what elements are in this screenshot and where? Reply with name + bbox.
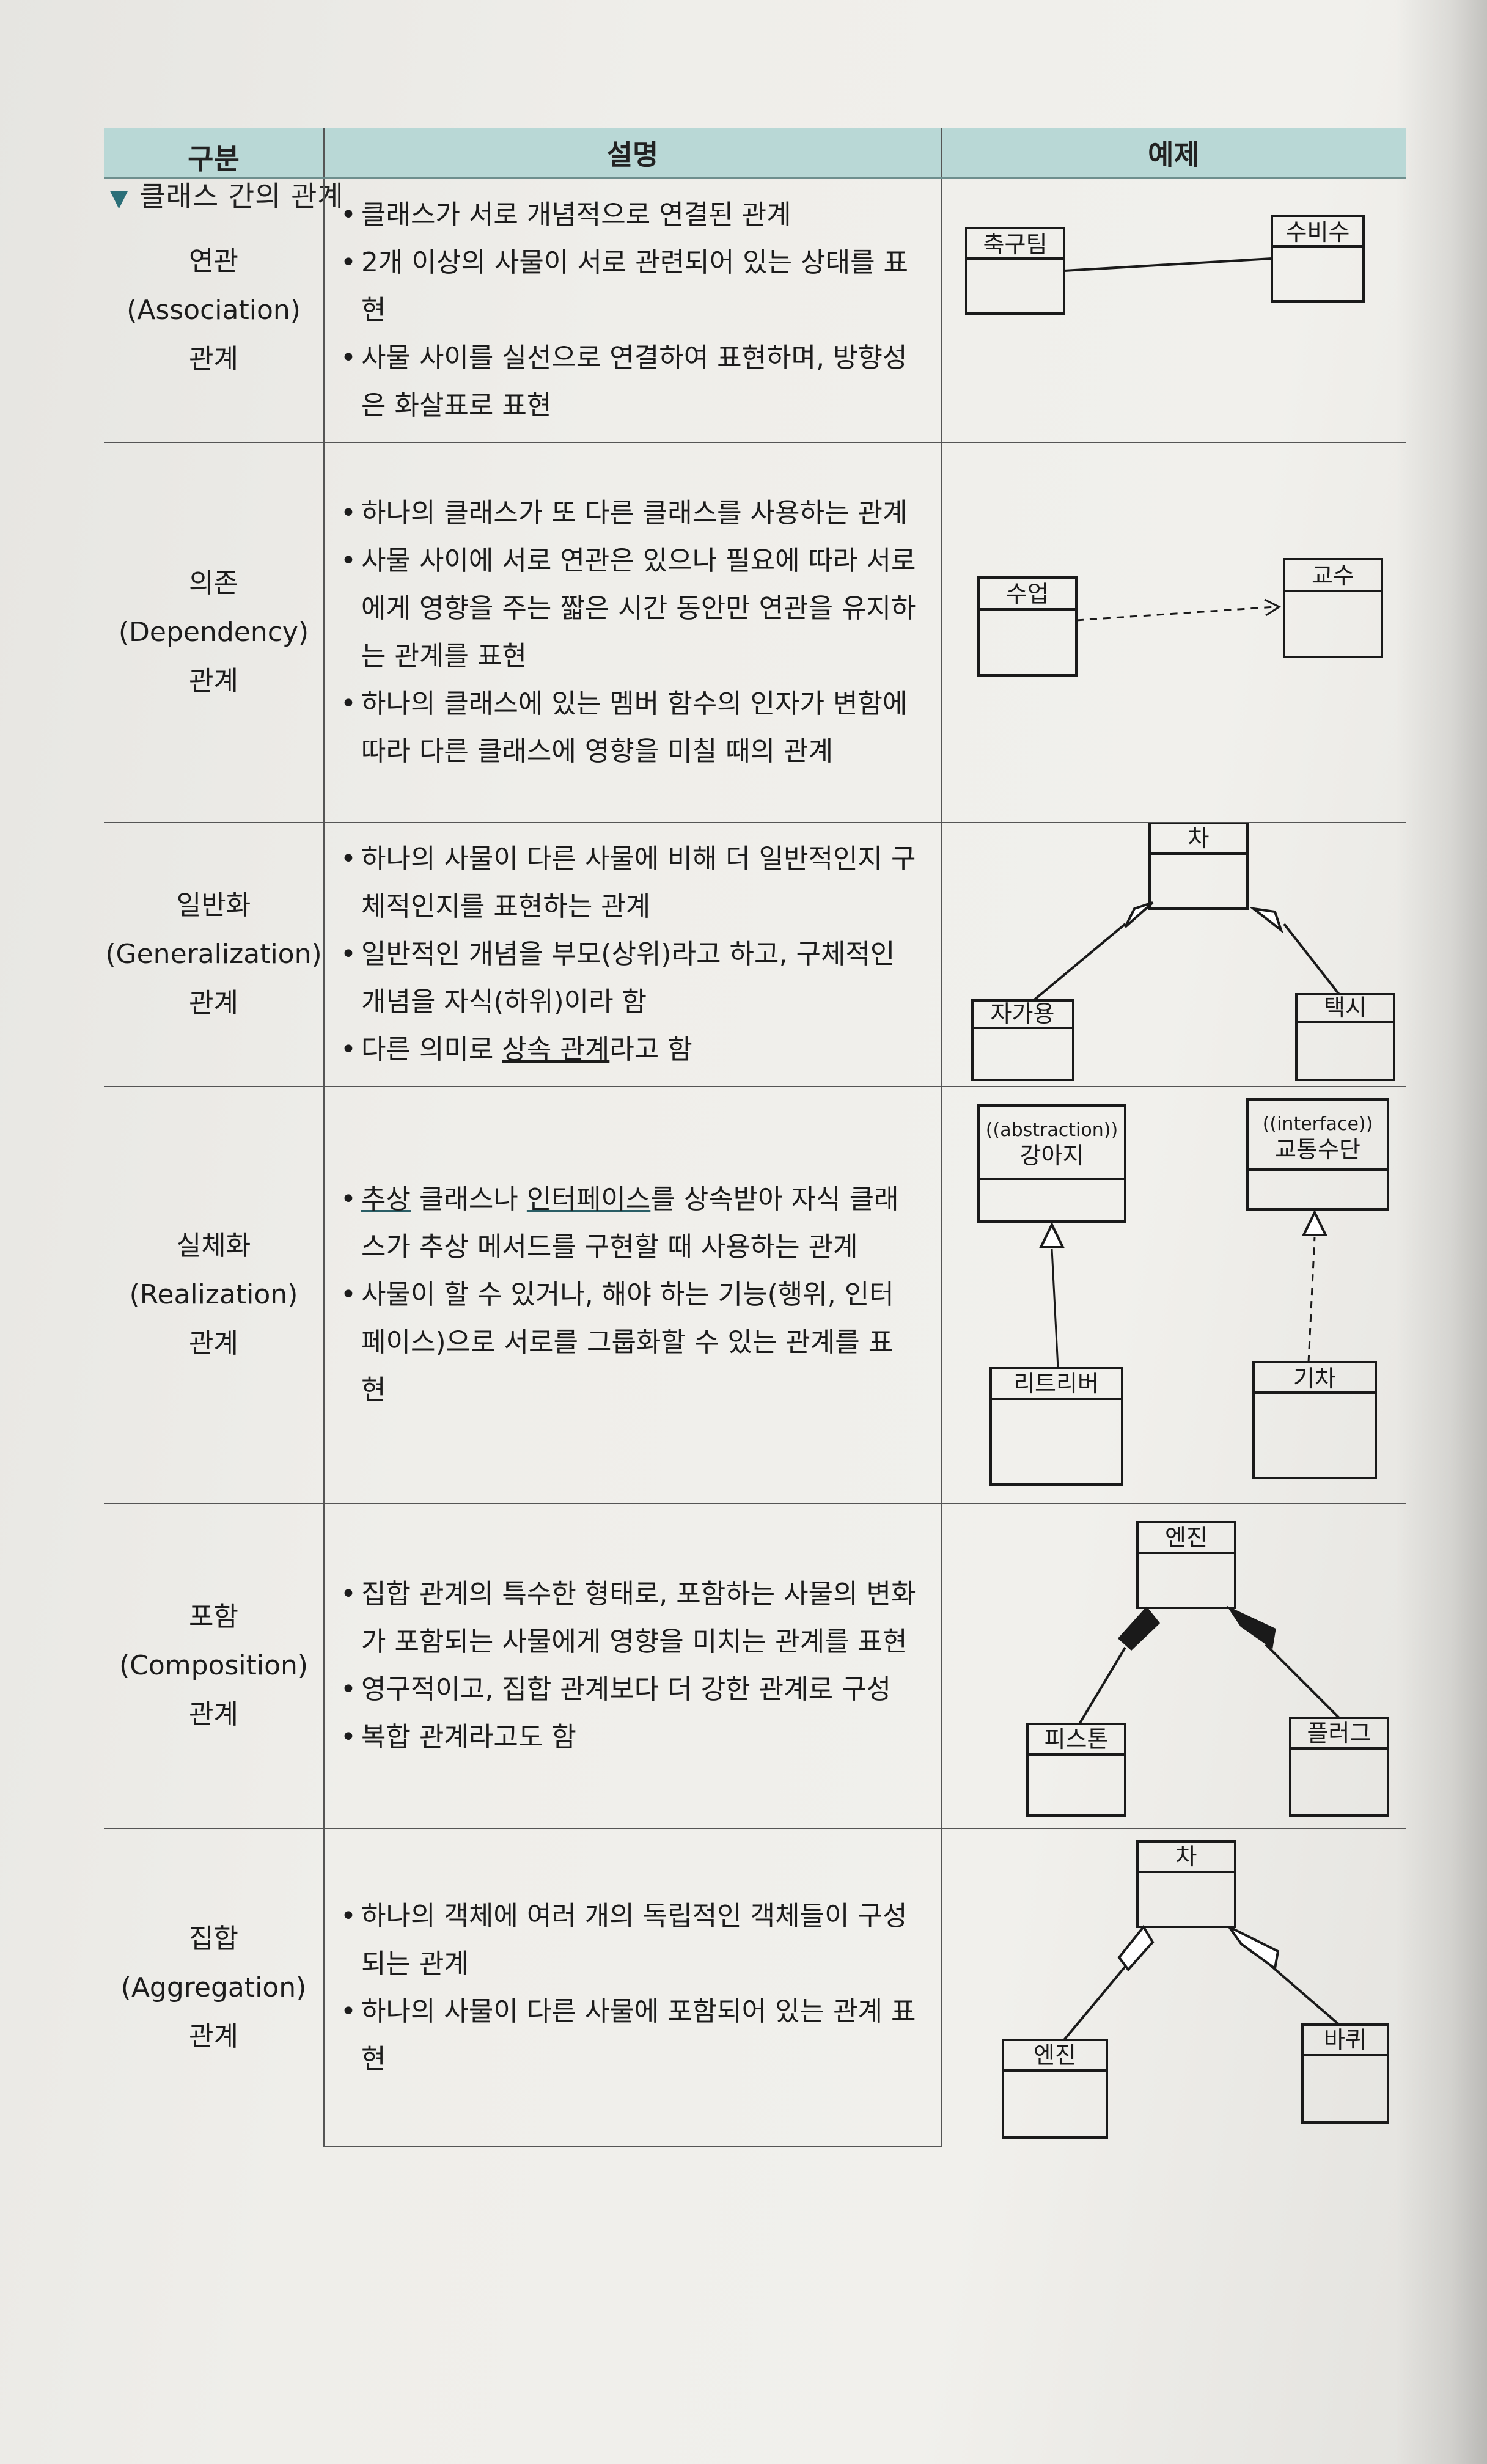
category-name: 연관 xyxy=(189,246,238,277)
category-cell: 의존 (Dependency) 관계 xyxy=(104,442,325,823)
category-name: 일반화 xyxy=(176,890,251,921)
description-item: 클래스가 서로 개념적으로 연결된 관계 xyxy=(340,191,916,239)
underlined-term: 상속 관계 xyxy=(502,1034,610,1065)
category-cell: 연관 (Association) 관계 xyxy=(104,177,325,442)
class-label: 엔진 xyxy=(1034,2042,1076,2069)
category-english: (Realization) xyxy=(129,1279,298,1310)
stereotype-label: ((interface)) xyxy=(1263,1113,1373,1135)
table-row-realization: 실체화 (Realization) 관계 추상 클래스나 인터페이스를 상속받아… xyxy=(104,1086,1406,1503)
realization-diagram: ((abstraction)) 강아지 ((interface)) 교통수단 리… xyxy=(977,1098,1389,1486)
class-label: 수비수 xyxy=(1286,219,1350,246)
description-cell: 하나의 객체에 여러 개의 독립적인 객체들이 구성되는 관계 하나의 사물이 … xyxy=(324,1828,942,2147)
composition-diagram: 엔진 피스톤 플러그 xyxy=(1026,1521,1389,1817)
description-item: 하나의 객체에 여러 개의 독립적인 객체들이 구성되는 관계 xyxy=(340,1893,916,1988)
class-label: 강아지 xyxy=(1020,1142,1084,1169)
category-english: (Generalization) xyxy=(105,939,322,970)
category-english: (Association) xyxy=(127,295,301,326)
category-suffix: 관계 xyxy=(189,343,238,375)
class-label: 차 xyxy=(1188,825,1210,852)
relations-table: 구분 설명 예제 연관 (Association) 관계 클래스가 서로 개념적… xyxy=(104,128,1406,2147)
example-cell: 엔진 피스톤 플러그 xyxy=(941,1503,1406,1828)
class-label: 차 xyxy=(1176,1843,1197,1870)
description-item: 추상 클래스나 인터페이스를 상속받아 자식 클래스가 추상 메서드를 구현할 … xyxy=(340,1176,916,1271)
class-label: 플러그 xyxy=(1307,1720,1371,1747)
class-label: 교수 xyxy=(1312,562,1354,589)
category-suffix: 관계 xyxy=(189,1699,238,1730)
aggregation-diagram: 차 엔진 바퀴 xyxy=(1002,1840,1389,2139)
description-cell: 집합 관계의 특수한 형태로, 포함하는 사물의 변화가 포함되는 사물에게 영… xyxy=(324,1503,942,1828)
category-cell: 실체화 (Realization) 관계 xyxy=(104,1086,325,1503)
category-cell: 일반화 (Generalization) 관계 xyxy=(104,822,325,1087)
description-item: 집합 관계의 특수한 형태로, 포함하는 사물의 변화가 포함되는 사물에게 영… xyxy=(340,1571,916,1666)
category-english: (Aggregation) xyxy=(120,1972,307,2003)
description-item: 다른 의미로 상속 관계라고 함 xyxy=(340,1026,916,1074)
description-item: 사물이 할 수 있거나, 해야 하는 기능(행위, 인터페이스)으로 서로를 그… xyxy=(340,1271,916,1414)
table-row-dependency: 의존 (Dependency) 관계 하나의 클래스가 또 다른 클래스를 사용… xyxy=(104,442,1406,823)
example-cell: 차 엔진 바퀴 xyxy=(941,1828,1406,2147)
table-row-composition: 포함 (Composition) 관계 집합 관계의 특수한 형태로, 포함하는… xyxy=(104,1503,1406,1828)
header-description: 설명 xyxy=(324,128,942,179)
description-cell: 클래스가 서로 개념적으로 연결된 관계 2개 이상의 사물이 서로 관련되어 … xyxy=(324,177,942,442)
category-name: 의존 xyxy=(189,568,238,599)
table-row-generalization: 일반화 (Generalization) 관계 하나의 사물이 다른 사물에 비… xyxy=(104,822,1406,1087)
association-diagram: 축구팀 수비수 xyxy=(965,215,1365,315)
category-suffix: 관계 xyxy=(189,988,238,1019)
description-item: 하나의 사물이 다른 사물에 포함되어 있는 관계 표현 xyxy=(340,1988,916,2083)
category-suffix: 관계 xyxy=(189,666,238,697)
table-header-row: 구분 설명 예제 xyxy=(104,128,1406,179)
class-label: 피스톤 xyxy=(1045,1726,1109,1753)
description-item: 사물 사이에 서로 연관은 있으나 필요에 따라 서로에게 영향을 주는 짧은 … xyxy=(340,537,916,680)
description-item: 영구적이고, 집합 관계보다 더 강한 관계로 구성 xyxy=(340,1666,916,1714)
underlined-term: 인터페이스 xyxy=(526,1184,651,1215)
description-item: 2개 이상의 사물이 서로 관련되어 있는 상태를 표현 xyxy=(340,239,916,334)
example-cell: ((abstraction)) 강아지 ((interface)) 교통수단 리… xyxy=(941,1086,1406,1503)
class-label: 리트리버 xyxy=(1013,1370,1099,1397)
class-label: 엔진 xyxy=(1165,1524,1208,1551)
example-cell: 차 자가용 택시 xyxy=(941,822,1406,1087)
class-label: 축구팀 xyxy=(983,231,1048,258)
table-row-aggregation: 집합 (Aggregation) 관계 하나의 객체에 여러 개의 독립적인 객… xyxy=(104,1828,1406,2147)
class-label: 교통수단 xyxy=(1275,1136,1360,1163)
page-edge-shadow xyxy=(1395,0,1487,2464)
class-label: 자가용 xyxy=(991,1000,1055,1027)
category-english: (Composition) xyxy=(119,1650,309,1681)
description-cell: 하나의 클래스가 또 다른 클래스를 사용하는 관계 사물 사이에 서로 연관은… xyxy=(324,442,942,823)
description-item: 일반적인 개념을 부모(상위)라고 하고, 구체적인 개념을 자식(하위)이라 … xyxy=(340,931,916,1026)
underlined-term: 추상 xyxy=(361,1184,411,1215)
generalization-diagram: 차 자가용 택시 xyxy=(971,823,1395,1081)
dependency-diagram: 수업 교수 xyxy=(977,558,1383,676)
category-name: 집합 xyxy=(189,1923,238,1954)
description-item: 복합 관계라고도 함 xyxy=(340,1714,916,1761)
category-cell: 집합 (Aggregation) 관계 xyxy=(104,1828,325,2147)
class-label: 바퀴 xyxy=(1324,2026,1367,2053)
header-category: 구분 xyxy=(104,128,325,179)
class-label: 기차 xyxy=(1293,1365,1336,1392)
description-item: 사물 사이를 실선으로 연결하여 표현하며, 방향성은 화살표로 표현 xyxy=(340,334,916,430)
description-cell: 추상 클래스나 인터페이스를 상속받아 자식 클래스가 추상 메서드를 구현할 … xyxy=(324,1086,942,1503)
description-item: 하나의 클래스가 또 다른 클래스를 사용하는 관계 xyxy=(340,490,916,537)
description-item: 하나의 사물이 다른 사물에 비해 더 일반적인지 구체적인지를 표현하는 관계 xyxy=(340,835,916,931)
example-cell: 축구팀 수비수 xyxy=(941,177,1406,442)
table-row-association: 연관 (Association) 관계 클래스가 서로 개념적으로 연결된 관계… xyxy=(104,177,1406,442)
category-suffix: 관계 xyxy=(189,2021,238,2052)
category-cell: 포함 (Composition) 관계 xyxy=(104,1503,325,1828)
description-cell: 하나의 사물이 다른 사물에 비해 더 일반적인지 구체적인지를 표현하는 관계… xyxy=(324,822,942,1087)
example-cell: 수업 교수 xyxy=(941,442,1406,823)
category-name: 실체화 xyxy=(176,1230,251,1261)
description-item: 하나의 클래스에 있는 멤버 함수의 인자가 변함에 따라 다른 클래스에 영향… xyxy=(340,680,916,776)
category-suffix: 관계 xyxy=(189,1328,238,1359)
class-label: 수업 xyxy=(1006,581,1049,607)
header-example: 예제 xyxy=(941,128,1406,179)
category-english: (Dependency) xyxy=(118,617,309,648)
stereotype-label: ((abstraction)) xyxy=(986,1120,1118,1141)
category-name: 포함 xyxy=(189,1601,238,1632)
class-label: 택시 xyxy=(1324,994,1367,1021)
